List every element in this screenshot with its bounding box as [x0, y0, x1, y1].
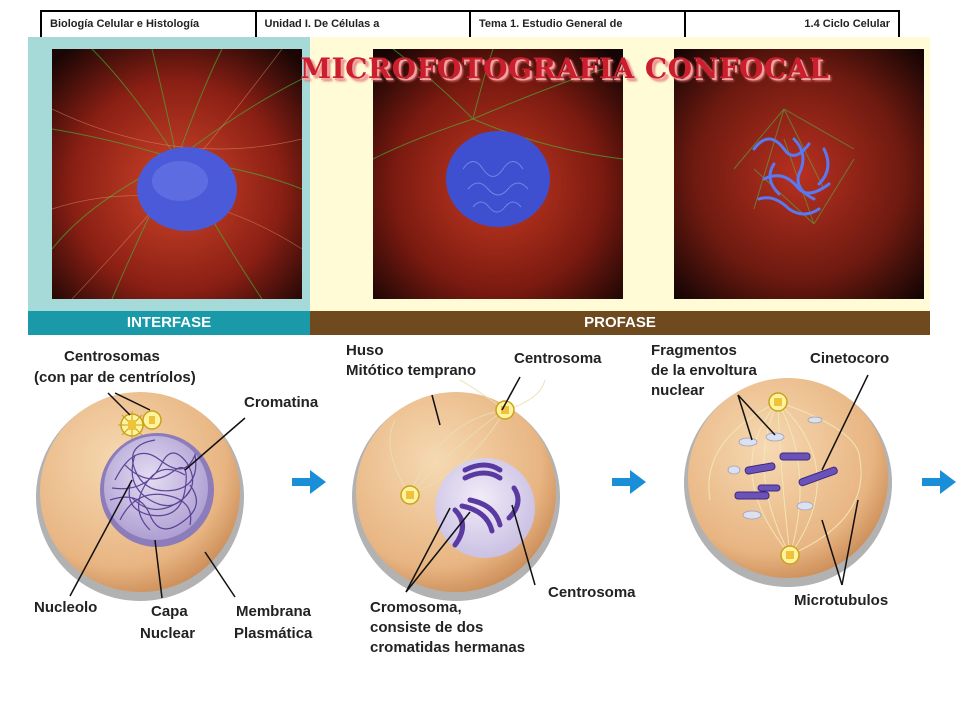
label-capa: Capa [151, 603, 188, 620]
spindle-pole-bottom-icon [780, 545, 800, 565]
label-nuclear: Nuclear [140, 625, 196, 642]
label-centrosoma-top: Centrosoma [514, 350, 602, 367]
banner-title: MICROFOTOGRAFIA CONFOCAL [300, 52, 830, 85]
label-centrosomas: Centrosomas [64, 348, 160, 365]
label-fragmentos-line3: nuclear [651, 382, 705, 399]
phase-bar-profase: PROFASE [310, 311, 930, 335]
micrograph-profase-early [373, 49, 623, 299]
label-centriolos: (con par de centríolos) [34, 369, 196, 386]
label-huso: Huso [346, 342, 384, 359]
label-cromosoma-line1: Cromosoma, [370, 599, 462, 616]
centrosome-left-icon [400, 485, 420, 505]
header-topic: Tema 1. Estudio General de [471, 12, 686, 37]
arrow-right-icon [612, 470, 646, 494]
header-unit: Unidad I. De Células a [257, 12, 471, 37]
arrow-right-icon [292, 470, 326, 494]
label-cinetocoro: Cinetocoro [810, 350, 890, 367]
leader-lines [69, 374, 869, 599]
phase-bar-interfase: INTERFASE [28, 311, 310, 335]
header-section: 1.4 Ciclo Celular [804, 18, 890, 30]
micrograph-profase-late [674, 49, 924, 299]
micrograph-interfase [52, 49, 302, 299]
progression-arrows [292, 470, 956, 494]
micrograph-banner [28, 37, 930, 311]
label-centrosoma-bottom: Centrosoma [548, 584, 636, 601]
chromosomes [734, 452, 838, 500]
centrosome-right-icon [495, 400, 515, 420]
arrow-right-icon [922, 470, 956, 494]
late-prophase-cell [684, 378, 892, 587]
label-cromosoma-line3: cromatidas hermanas [370, 639, 526, 656]
centrosome-pair-icon [118, 410, 162, 439]
label-nucleolo: Nucleolo [34, 599, 98, 616]
spindle-pole-top-icon [768, 392, 788, 412]
early-prophase-cell [352, 379, 560, 601]
label-fragmentos-line2: de la envoltura [651, 362, 757, 379]
header-course: Biología Celular e Histología [42, 12, 257, 37]
condensed-chromosomes [452, 462, 521, 548]
label-cromosoma-line2: consiste de dos [370, 619, 484, 636]
label-microtubulos: Microtubulos [794, 592, 889, 609]
label-cromatina: Cromatina [244, 394, 319, 411]
label-plasmatica: Plasmática [234, 625, 313, 642]
label-fragmentos-line1: Fragmentos [651, 342, 737, 359]
chromatin-tangle [109, 439, 197, 531]
interphase-cell [36, 392, 244, 601]
course-header-table: Biología Celular e Histología Unidad I. … [40, 10, 900, 37]
label-mitotico-temprano: Mitótico temprano [346, 362, 476, 379]
label-membrana: Membrana [236, 603, 312, 620]
nuclear-envelope-fragments [727, 416, 823, 520]
